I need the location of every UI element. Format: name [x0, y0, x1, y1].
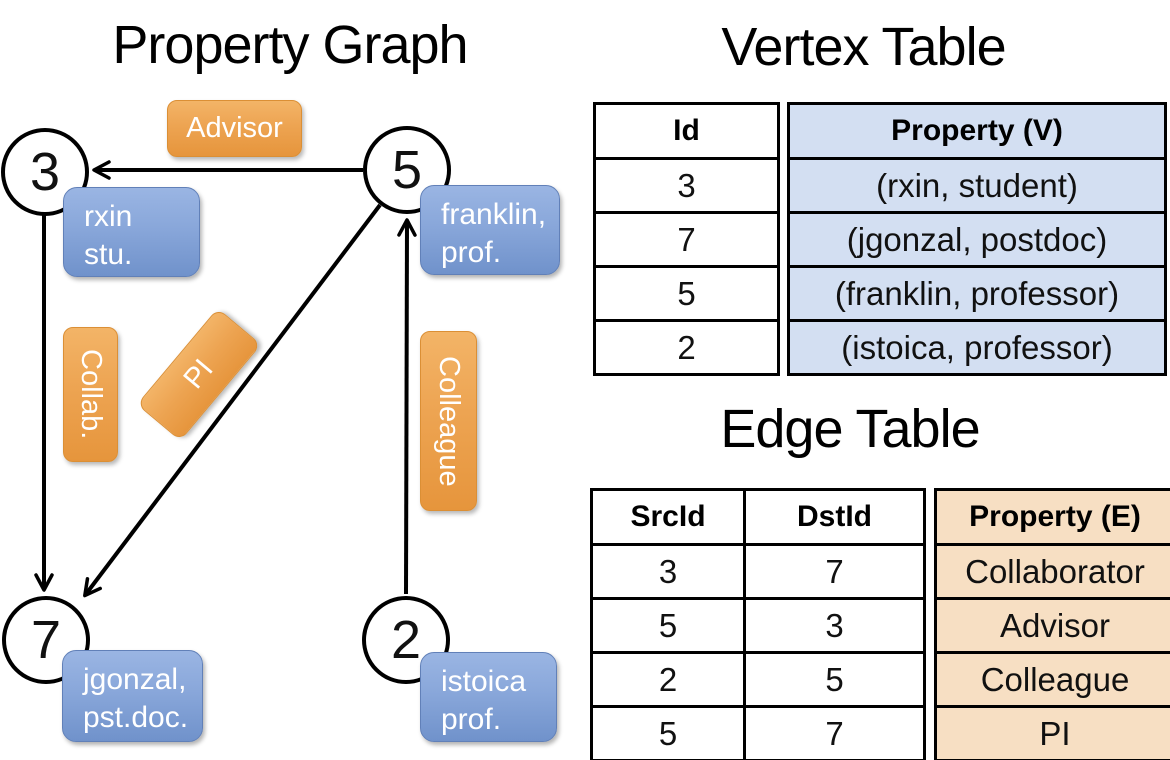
vertex-property-cell: (franklin, professor) [787, 265, 1167, 322]
vertex-id-cell: 3 [593, 157, 780, 214]
node-2-property-box: istoica prof. [420, 652, 557, 742]
vertex-property-header: Property (V) [787, 102, 1167, 160]
vertex-table-title: Vertex Table [721, 17, 1006, 77]
edge-srcid-header: SrcId [590, 488, 746, 546]
node-2-property-line1: istoica [441, 665, 527, 698]
vertex-id-cell: 5 [593, 265, 780, 322]
node-5-property-line1: franklin, [441, 198, 547, 231]
vertex-property-cell: (jgonzal, postdoc) [787, 211, 1167, 268]
edge-dstid-cell: 5 [743, 651, 926, 708]
edge-table: SrcId DstId 3 7 5 3 2 5 5 7 Property (E)… [590, 488, 1170, 760]
vertex-id-header: Id [593, 102, 780, 160]
edge-pi-line [83, 203, 382, 598]
node-3-property-line2: stu. [84, 237, 133, 271]
vertex-id-cell: 7 [593, 211, 780, 268]
node-5-property-line2: prof. [441, 235, 502, 269]
edge-property-cell: Collaborator [934, 543, 1170, 600]
edge-table-title: Edge Table [720, 399, 980, 459]
edge-dstid-cell: 7 [743, 705, 926, 760]
edge-dstid-cell: 7 [743, 543, 926, 600]
node-2-id: 2 [390, 610, 422, 670]
edge-property-cell: PI [934, 705, 1170, 760]
vertex-table-id-column: Id 3 7 5 2 [593, 102, 780, 376]
node-3-property-box: rxin stu. [63, 187, 200, 277]
node-7-property-box: jgonzal, pst.doc. [62, 650, 203, 742]
node-7-property-line1: jgonzal, [83, 663, 187, 696]
graph-edges-layer [34, 160, 417, 598]
edge-table-id-columns: SrcId DstId 3 7 5 3 2 5 5 7 [590, 488, 926, 760]
edge-colleague-line [397, 218, 417, 595]
vertex-property-cell: (rxin, student) [787, 157, 1167, 214]
edge-label-collab: Collab. [63, 327, 118, 462]
property-graph-title: Property Graph [112, 15, 468, 75]
node-7-id: 7 [30, 610, 62, 670]
node-3-id: 3 [29, 142, 61, 202]
node-2-property-line2: prof. [441, 702, 502, 736]
edge-dstid-header: DstId [743, 488, 926, 546]
node-7-property-line2: pst.doc. [83, 700, 189, 734]
node-2-circle: 2 [362, 596, 450, 684]
node-3-property-line1: rxin [84, 200, 133, 233]
vertex-id-cell: 2 [593, 319, 780, 376]
vertex-table: Id 3 7 5 2 Property (V) (rxin, student) … [593, 102, 1167, 376]
edge-property-cell: Colleague [934, 651, 1170, 708]
edge-dstid-cell: 3 [743, 597, 926, 654]
vertex-table-property-column: Property (V) (rxin, student) (jgonzal, p… [787, 102, 1167, 376]
node-5-property-box: franklin, prof. [420, 185, 560, 275]
node-5-circle: 5 [363, 126, 451, 214]
edge-srcid-cell: 3 [590, 543, 746, 600]
edge-srcid-cell: 5 [590, 705, 746, 760]
edge-srcid-cell: 2 [590, 651, 746, 708]
edge-property-header: Property (E) [934, 488, 1170, 546]
edge-property-cell: Advisor [934, 597, 1170, 654]
edge-srcid-cell: 5 [590, 597, 746, 654]
node-5-id: 5 [391, 140, 423, 200]
edge-label-colleague: Colleague [420, 331, 477, 511]
edge-table-property-column: Property (E) Collaborator Advisor Collea… [934, 488, 1170, 760]
vertex-property-cell: (istoica, professor) [787, 319, 1167, 376]
edge-label-advisor: Advisor [167, 100, 302, 157]
